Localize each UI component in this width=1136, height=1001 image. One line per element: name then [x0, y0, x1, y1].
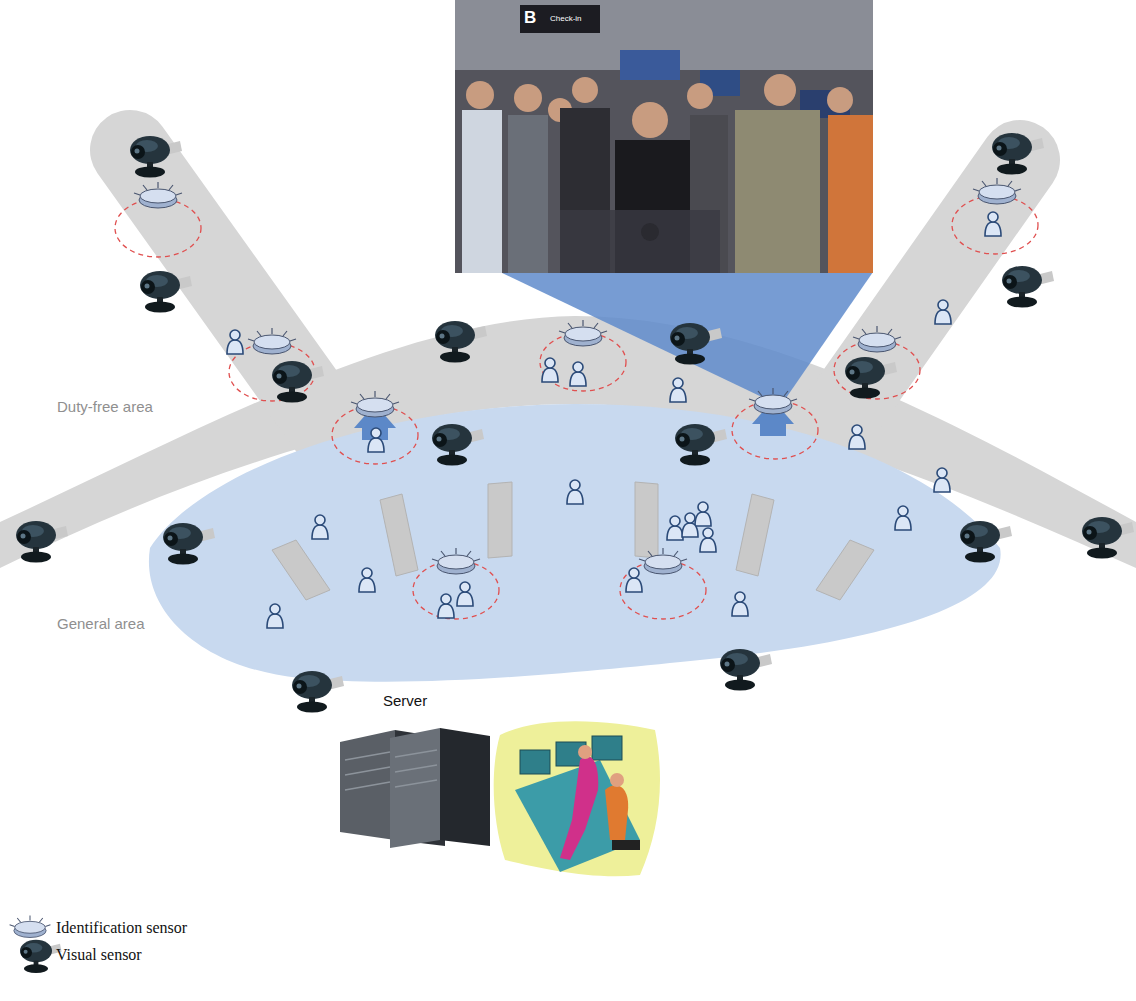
area-label: Duty-free area [57, 398, 153, 415]
sign-letter: B [524, 8, 536, 28]
legend-text: Identification sensor [56, 919, 187, 937]
server-label: Server [383, 692, 427, 709]
legend-id-sensor-icon [10, 915, 51, 937]
area-label: General area [57, 615, 145, 632]
sign-text: Check-in [550, 14, 582, 23]
legend-camera-icon [20, 940, 62, 973]
legend-text: Visual sensor [56, 946, 142, 964]
